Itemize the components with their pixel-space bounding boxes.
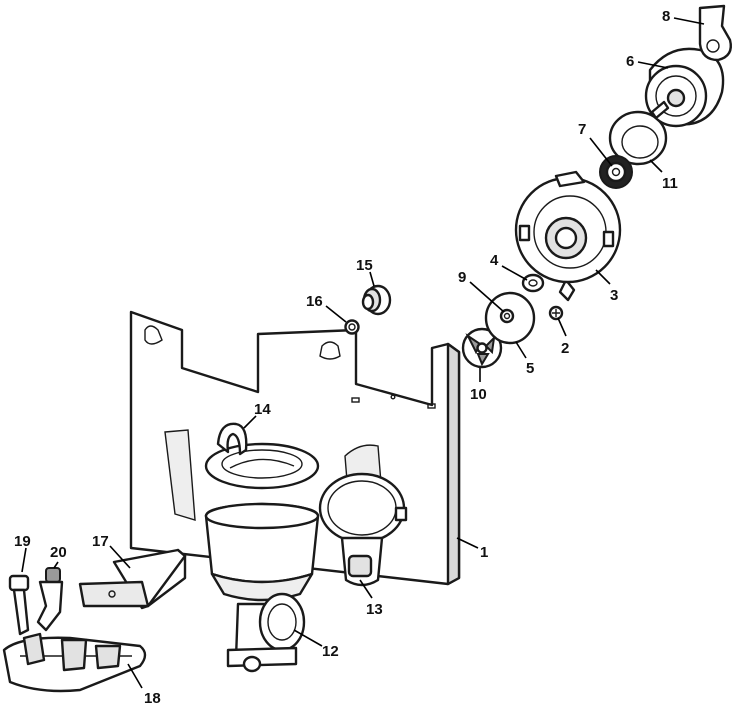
part-2-screw [548,305,564,321]
part-14-tray [204,422,320,490]
part-12-funnel-assembly [204,502,320,673]
callout-6: 6 [626,53,669,70]
callout-label: 11 [662,175,678,192]
part-15-fitting [361,284,392,316]
callout-label: 6 [626,53,634,70]
callout-20: 20 [50,544,67,569]
callout-9: 9 [458,269,505,313]
callout-11: 11 [649,159,678,192]
callout-8: 8 [662,8,705,25]
part-16-o-ring [344,319,360,335]
part-6-motor [644,47,725,128]
part-18-manifold [2,632,147,693]
callout-label: 3 [610,287,618,304]
callout-label: 7 [578,121,586,138]
callout-label: 2 [561,340,569,357]
callout-label: 12 [322,643,339,660]
part-13-ring-holder [318,472,408,587]
callout-17: 17 [92,533,131,569]
callout-1: 1 [456,537,488,561]
callout-10: 10 [470,368,487,403]
callout-15: 15 [356,257,375,287]
part-20-elbow-fitting [36,567,64,632]
callout-2: 2 [557,317,569,357]
callout-label: 20 [50,544,67,561]
callout-3: 3 [595,269,618,304]
callout-label: 15 [356,257,373,274]
callout-label: 19 [14,533,31,550]
callout-label: 16 [306,293,323,310]
part-17-bracket [78,548,187,610]
callout-label: 8 [662,8,670,25]
part-9-nut [499,308,515,324]
part-8-clip [698,4,732,62]
part-19-hose-fitting [8,574,30,636]
callout-label: 4 [490,252,499,269]
callout-14: 14 [243,401,271,429]
callout-label: 14 [254,401,271,418]
callout-5: 5 [515,341,534,377]
callout-label: 10 [470,386,487,403]
callout-label: 9 [458,269,466,286]
callout-19: 19 [14,533,31,573]
callout-label: 1 [480,544,488,561]
callout-16: 16 [306,293,347,323]
callout-7: 7 [578,121,613,167]
callout-label: 5 [526,360,534,377]
callout-label: 17 [92,533,109,550]
part-10-impeller [461,327,503,369]
part-3-pump-housing [514,170,622,302]
callout-18: 18 [127,663,161,707]
callout-4: 4 [490,252,528,281]
callout-label: 18 [144,690,161,707]
callout-12: 12 [293,629,339,660]
part-11-plate [608,110,668,166]
part-7-gasket [599,155,633,189]
callout-label: 13 [366,601,383,618]
part-4-washer [521,273,545,293]
callout-13: 13 [359,579,383,618]
